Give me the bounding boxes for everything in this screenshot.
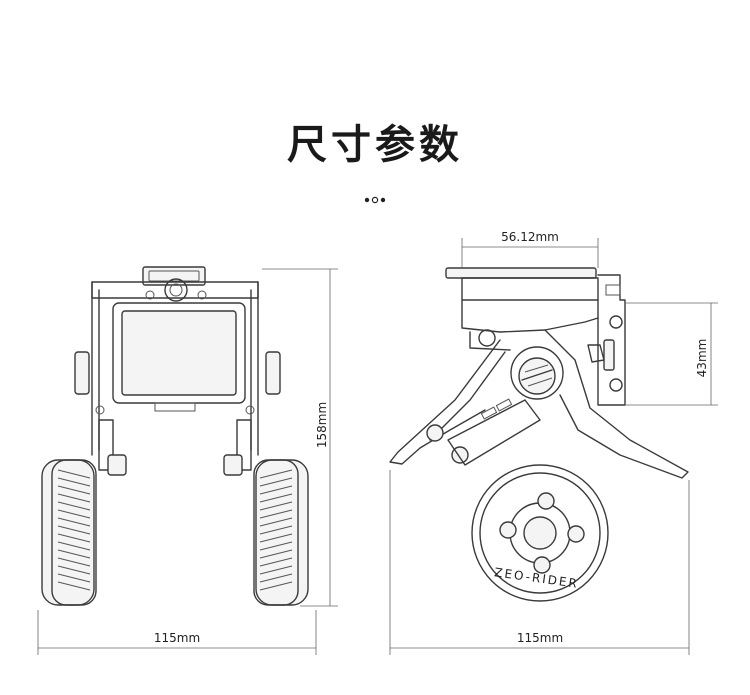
side-top-width-dimension: 56.12mm: [461, 230, 599, 268]
side-width-label: 115mm: [517, 631, 563, 645]
side-view: ZEO-RIDER: [389, 267, 689, 602]
page-title: 尺寸参数: [287, 122, 463, 168]
front-height-dimension: 158mm: [262, 268, 338, 607]
front-width-dimension: 115mm: [37, 610, 317, 655]
front-width-label: 115mm: [154, 631, 200, 645]
side-clamp-height-label: 43mm: [695, 339, 709, 378]
front-height-label: 158mm: [315, 402, 329, 448]
side-width-dimension: 115mm: [389, 470, 690, 655]
front-view: [41, 266, 309, 606]
side-clamp-height-dimension: 43mm: [625, 302, 718, 406]
side-top-width-label: 56.12mm: [501, 230, 559, 244]
decorative-dots: [364, 196, 386, 204]
